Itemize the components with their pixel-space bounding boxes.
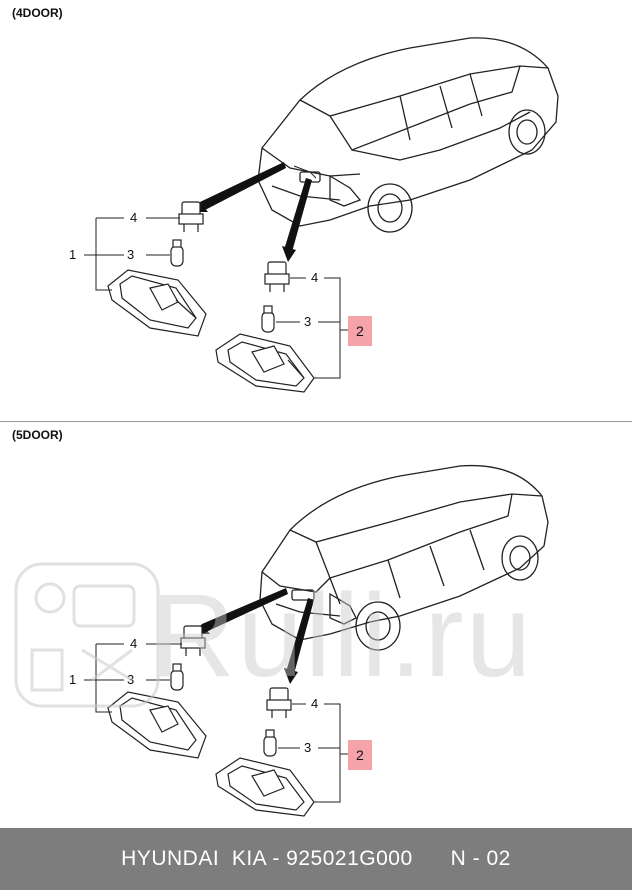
section-title-5door: (5DOOR) [12, 428, 63, 442]
arrow-right-5door [284, 598, 314, 684]
callout-4-left-5door: 4 [130, 636, 137, 651]
hatchback-car-illustration [259, 464, 549, 651]
callout-1: 1 [69, 247, 76, 262]
highlight-box-5door [348, 740, 372, 770]
right-bulb-part [261, 305, 275, 333]
sedan-car-illustration [257, 37, 559, 233]
watermark-logo-icon [14, 562, 160, 708]
diagram-5door: 4 3 1 4 3 2 [0, 418, 632, 828]
callout-2-highlighted: 2 [356, 323, 364, 339]
left-lamp-housing-5door [107, 691, 207, 759]
callout-1-5door: 1 [69, 672, 76, 687]
callout-4-right-5door: 4 [311, 696, 318, 711]
footer-bar: HYUNDAI KIA - 925021G000 N - 02 [0, 828, 632, 890]
callout-3-left: 3 [127, 247, 134, 262]
left-callout-lines [84, 217, 180, 291]
right-socket-part-5door [266, 687, 292, 718]
footer-part-number: HYUNDAI KIA - 925021G000 [121, 847, 413, 870]
left-bulb-part-5door [170, 663, 184, 691]
callout-4-right: 4 [311, 270, 318, 285]
watermark: Rulli.ru [0, 560, 632, 710]
highlight-box [348, 316, 372, 346]
left-bulb-part [170, 239, 184, 267]
callout-3-right-5door: 3 [304, 740, 311, 755]
right-lamp-housing-5door [215, 757, 315, 817]
callout-4-left: 4 [130, 210, 137, 225]
section-divider [0, 421, 632, 422]
left-socket-part [178, 201, 204, 232]
footer-spacer [413, 847, 451, 871]
right-callout-lines [276, 277, 348, 379]
right-callout-lines-5door [278, 703, 348, 803]
callout-2-highlighted-5door: 2 [356, 747, 364, 763]
right-socket-part [264, 261, 290, 292]
right-bulb-part-5door [263, 729, 277, 757]
watermark-text: Rulli.ru [150, 570, 534, 702]
section-title-4door: (4DOOR) [12, 6, 63, 20]
right-lamp-housing [215, 333, 315, 393]
left-lamp-housing [107, 269, 207, 337]
callout-3-right: 3 [304, 314, 311, 329]
footer-page-code: N - 02 [450, 847, 511, 870]
diagram-4door: 4 3 1 4 3 2 [0, 0, 632, 410]
left-socket-part-5door [180, 625, 206, 656]
arrow-right [282, 178, 312, 262]
